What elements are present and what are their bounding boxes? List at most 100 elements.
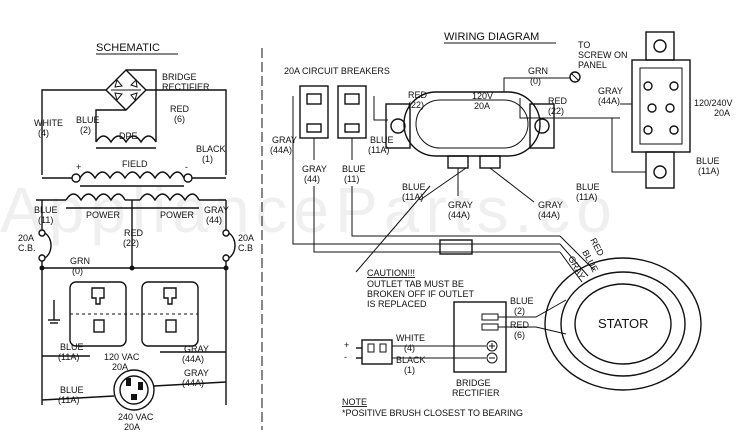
note-text: *POSITIVE BRUSH CLOSEST TO BEARING [342, 408, 523, 418]
vac240-rating: 20A [124, 422, 140, 432]
white-wire-4 [41, 89, 106, 175]
blue2-number: (2) [514, 306, 525, 316]
stator-label: STATOR [598, 316, 649, 331]
power-winding-1 [65, 193, 126, 202]
neutral-junction-left [39, 265, 45, 271]
wire-outlet-c [419, 167, 467, 201]
field-plus: + [76, 162, 81, 172]
blue11a-right-label: BLUE [696, 156, 720, 166]
field-label: FIELD [122, 159, 148, 169]
cb-left-arc [44, 232, 52, 259]
v120-rating: 20A [474, 101, 490, 111]
ground-screw-icon [569, 71, 581, 83]
ground-screw-slot [570, 72, 580, 82]
dpe-winding [95, 135, 157, 144]
gray44a-2-number: (44A) [182, 378, 204, 388]
black1-label: BLACK [196, 144, 226, 154]
blue11a-mid-label: BLUE [402, 182, 426, 192]
blue11a-1-label: BLUE [60, 342, 84, 352]
white-number: (4) [38, 128, 49, 138]
black1-label: BLACK [396, 355, 426, 365]
bridge-label-2: RECTIFIER [452, 388, 500, 398]
wire-breaker2-blue11 [351, 186, 560, 237]
vac120-label: 120 VAC [104, 352, 140, 362]
brush-holder [356, 339, 393, 365]
red22-right-number: (22) [548, 106, 564, 116]
cb-right-arc [228, 232, 236, 259]
to-screw-label-3: PANEL [578, 60, 607, 70]
gray44a-2-label: GRAY [184, 368, 209, 378]
brush-plus: + [344, 340, 349, 350]
blue11a-left-label: BLUE [370, 135, 394, 145]
outlet-120v-left [69, 281, 127, 347]
v120240-rating: 20A [714, 108, 730, 118]
blue11a-1-number: (11A) [58, 352, 79, 362]
caution-title: CAUTION!!! [367, 268, 415, 278]
wiring-section: WIRING DIAGRAM TO SCREW ON PANEL 20A CIR… [270, 31, 733, 418]
outlet-240v-twistlock [113, 369, 155, 411]
bridge-rectifier-label-2: RECTIFIER [162, 82, 210, 92]
gray44a-1-number: (44A) [182, 354, 204, 364]
grn0-number: (0) [72, 266, 83, 276]
blue11a-mid2-number: (11A) [576, 192, 597, 202]
power2-label: POWER [160, 210, 195, 220]
wire-red6 [498, 326, 567, 335]
gray44a-wire-2 [153, 381, 227, 387]
vac240-label: 240 VAC [118, 412, 154, 422]
gray44-label: GRAY [204, 205, 229, 215]
gray44-number: (44) [304, 174, 320, 184]
wire-grn0 [503, 77, 570, 92]
neutral-junction-right [223, 265, 229, 271]
v120240-label: 120/240V [694, 98, 733, 108]
red-wire-6 [126, 69, 157, 142]
gray44a-mid2-label: GRAY [538, 200, 563, 210]
blue11-label: BLUE [34, 205, 58, 215]
red6-label: RED [170, 104, 190, 114]
power-winding-2 [139, 193, 200, 202]
cb-left-terminal-2 [38, 254, 46, 262]
wire-outlet-b [489, 167, 535, 203]
wiring-title: WIRING DIAGRAM [444, 31, 539, 43]
field-minus: - [185, 162, 188, 172]
blue11a-2-label: BLUE [60, 385, 84, 395]
wire-breaker2-blue11a [373, 96, 388, 121]
caution-line-3: IS REPLACED [367, 299, 427, 309]
blue11a-mid-number: (11A) [402, 192, 423, 202]
wire-blue11a-right [611, 118, 646, 173]
blue2-label: BLUE [76, 115, 100, 125]
grn0-label: GRN [528, 66, 548, 76]
grn0-number: (0) [530, 76, 541, 86]
circuit-breaker-1 [299, 85, 329, 139]
black1-number: (1) [404, 365, 415, 375]
gray44-label: GRAY [302, 164, 327, 174]
schematic-title: SCHEMATIC [96, 42, 160, 54]
cb-right-label-1: 20A [238, 233, 254, 243]
red6-label: RED [510, 320, 530, 330]
outlet-120v-duplex [385, 91, 555, 169]
red22-label: RED [124, 228, 144, 238]
cb-left-label-2: C.B. [18, 243, 36, 253]
gray44a-mid-label: GRAY [448, 200, 473, 210]
outlet-120v-right [141, 281, 199, 347]
in-line-connector [439, 239, 473, 255]
circuit-breaker-2 [337, 85, 367, 139]
stator-lead-3 [559, 251, 583, 283]
blue11a-left-number: (11A) [368, 145, 389, 155]
red22-left-number: (22) [408, 100, 424, 110]
stator-lead-2 [559, 243, 589, 277]
blue2-number: (2) [80, 125, 91, 135]
caution-pointer [355, 185, 431, 273]
caution-line-1: OUTLET TAB MUST BE [367, 279, 464, 289]
white4-number: (4) [404, 343, 415, 353]
stator-symbol [544, 257, 702, 391]
gray44a-mid-number: (44A) [448, 210, 470, 220]
bridge-label-1: BRIDGE [456, 378, 491, 388]
to-screw-label-2: SCREW ON [578, 50, 628, 60]
brush-minus: - [344, 352, 347, 362]
schematic-section: SCHEMATIC BRIDGE RECTIFIER WHITE (4) BLU… [18, 42, 254, 432]
blue2-label: BLUE [510, 296, 534, 306]
stator-lead-1 [559, 235, 595, 271]
blue11a-2-number: (11A) [58, 395, 79, 405]
blue11-number: (11) [344, 174, 359, 184]
